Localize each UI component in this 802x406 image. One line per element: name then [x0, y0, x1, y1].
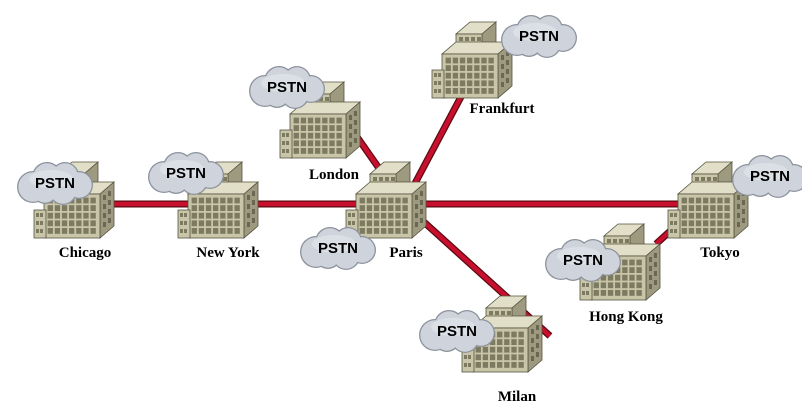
pstn-label: PSTN	[166, 165, 206, 182]
pstn-cloud-icon: PSTN	[148, 152, 224, 195]
pstn-label: PSTN	[750, 168, 790, 185]
office-building-icon	[579, 223, 662, 301]
sites-layer: PSTN PSTN PSTN PSTN PSTN PSTN PSTN PSTN	[17, 15, 802, 373]
site-label-paris: Paris	[389, 245, 422, 261]
site-label-chicago: Chicago	[59, 245, 112, 261]
pstn-label: PSTN	[318, 240, 358, 257]
site-label-milan: Milan	[498, 389, 537, 405]
pstn-cloud-icon: PSTN	[419, 310, 495, 353]
pstn-label: PSTN	[35, 175, 75, 192]
site-tokyo: PSTN	[667, 155, 802, 239]
site-new-york: PSTN	[148, 152, 260, 239]
site-london: PSTN	[249, 66, 362, 159]
pstn-cloud-icon: PSTN	[17, 162, 93, 205]
pstn-cloud-icon: PSTN	[501, 15, 577, 58]
pstn-cloud-icon: PSTN	[249, 66, 325, 109]
pstn-label: PSTN	[519, 28, 559, 45]
site-frankfurt: PSTN	[431, 15, 577, 99]
site-chicago: PSTN	[17, 161, 116, 239]
site-label-tokyo: Tokyo	[700, 245, 739, 261]
pstn-label: PSTN	[267, 79, 307, 96]
office-building-icon	[431, 21, 514, 99]
pstn-label: PSTN	[437, 323, 477, 340]
office-building-icon	[667, 161, 750, 239]
labels-layer: Chicago New York London FrankfurtParisMilan…	[59, 101, 740, 405]
pstn-label: PSTN	[563, 252, 603, 269]
site-label-new-york: New York	[196, 245, 260, 261]
site-label-frankfurt: Frankfurt	[470, 101, 535, 117]
site-hong-kong: PSTN	[545, 223, 662, 301]
site-paris: PSTN	[300, 161, 428, 270]
site-label-hong-kong: Hong Kong	[589, 309, 663, 325]
site-milan: PSTN	[419, 295, 544, 373]
office-building-icon	[345, 161, 428, 239]
pstn-cloud-icon: PSTN	[732, 155, 802, 198]
site-label-london: London	[309, 167, 360, 183]
pstn-cloud-icon: PSTN	[545, 239, 621, 282]
office-building-icon	[461, 295, 544, 373]
pstn-cloud-icon: PSTN	[300, 227, 376, 270]
